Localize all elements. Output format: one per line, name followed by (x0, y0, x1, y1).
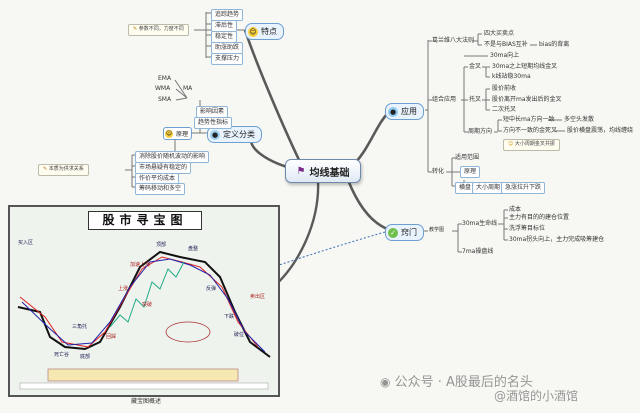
checkmark-icon: ✓ (388, 227, 398, 238)
map-label: 买入区 (18, 240, 34, 246)
branch-dingyi[interactable]: ● 定义分类 (207, 126, 262, 143)
granville-label: 葛兰维八大法则 (432, 37, 475, 44)
watermark-2: @酒馆的小酒馆 (494, 389, 579, 403)
branch-dingyi-label: 定义分类 (223, 130, 255, 139)
wma-term: WMA (155, 85, 171, 92)
granville-item: 四大买卖点 (484, 30, 515, 37)
jiaoxue-label: 教学图 (429, 227, 445, 233)
sma-term: SMA (158, 96, 172, 103)
ma30-item: 30ma拐头向上，主力完成吸筹建仓 (509, 236, 605, 243)
central-topic[interactable]: ⚑ 均线基础 (285, 159, 361, 183)
map-chart (17, 250, 271, 390)
zhuanhua-item[interactable]: 急涨拉升下跌 (501, 182, 546, 194)
tuoyi-item: 二次托叉 (492, 106, 517, 113)
zuhe-label: 组合应用 (432, 96, 457, 103)
tuoyi-item: 股价离开ma发出后的金叉 (492, 96, 562, 103)
jincha-item: k线站稳30ma (492, 73, 531, 80)
zhouqi-item: 方向不一致的金死叉 (503, 127, 558, 134)
pencil-icon: ✎ (43, 166, 48, 172)
central-topic-label: 均线基础 (309, 167, 350, 179)
zhouqi-tip: ☺ 大小周期金叉共振 (503, 139, 560, 151)
zhuanhua-item[interactable]: 横盘 (455, 182, 476, 194)
map-label: 回踩 (106, 334, 117, 340)
zhouqi-item: 股价横盘震荡，均线缠绕 (567, 127, 634, 134)
ma30-item: 洗浮筹目标位 (509, 225, 546, 232)
zhuanhua-label: 转化 (432, 168, 445, 175)
map-caption: 藏宝图概述 (130, 398, 161, 405)
jincha-label: 金叉 (469, 63, 482, 70)
map-label: 破位 (234, 332, 245, 338)
map-label: 三角托 (72, 324, 88, 330)
zhuanhua-item[interactable]: 大小周期 (472, 182, 505, 194)
branch-yingyong-label: 应用 (401, 107, 417, 116)
zhouqi-tip-text: 大小周期金叉共振 (514, 141, 555, 147)
yuanli-node[interactable]: ☺ 原理 (163, 127, 193, 140)
map-label: 下跌 (224, 314, 235, 320)
watermark: ◉ 公众号 · A股最后的名头 (380, 371, 533, 390)
map-label: 上涨 (118, 286, 129, 292)
wechat-icon: ◉ (380, 375, 391, 389)
ma30-up-label: 30ma向上 (490, 52, 520, 59)
ma30-line-label: 30ma生命线 (462, 220, 498, 227)
map-title: 股市寻宝图 (88, 211, 202, 230)
zhouqi-item: 短中长ma方向一致 (503, 116, 555, 123)
principle-item[interactable]: 筹码移动和多空 (135, 183, 186, 195)
branch-qiaomen-label: 窍门 (401, 228, 417, 237)
smiley-icon: ☺ (165, 129, 173, 138)
shiyong-label: 适用范围 (455, 154, 480, 161)
ma30-item: 成本 (509, 206, 522, 213)
map-label: 顶部 (156, 242, 167, 248)
tedian-note: ✎ 参数不同，力度不同 (128, 24, 189, 36)
jincha-item: 30ma之上短期均线金叉 (492, 63, 558, 70)
map-label: 卖出区 (250, 294, 266, 300)
ma-term: MA (183, 85, 193, 92)
branch-tedian-label: 特点 (261, 27, 277, 36)
ma30-item: 主力有目的的建仓位置 (509, 214, 570, 221)
yuanli-label: 原理 (176, 131, 189, 138)
zhuanhua-yuanli[interactable]: 原理 (460, 166, 481, 178)
globe-icon: ● (388, 106, 398, 117)
map-label: 底部 (80, 354, 91, 360)
dingyi-note: ✎ 本质为供求关系 (38, 164, 89, 176)
map-label: 盘整 (188, 246, 199, 252)
ema-term: EMA (158, 75, 172, 82)
ma7-label: 7ma操盘线 (462, 248, 494, 255)
watermark-text: 公众号 · A股最后的名头 (394, 375, 533, 390)
tedian-note-text: 参数不同，力度不同 (138, 26, 184, 32)
flag-icon: ⚑ (296, 165, 306, 177)
branch-tedian[interactable]: ☺ 特点 (245, 23, 284, 40)
map-label: 加速上涨 (130, 262, 151, 268)
smiley-icon: ☺ (508, 141, 514, 147)
map-label: 死亡谷 (54, 352, 70, 358)
branch-qiaomen[interactable]: ✓ 窍门 (385, 224, 424, 241)
branch-yingyong[interactable]: ● 应用 (385, 103, 424, 120)
tuoyi-item: 股价前收 (492, 85, 517, 92)
granville-item: 不是与BIAS互补 (484, 41, 528, 48)
pencil-icon: ✎ (133, 26, 138, 32)
smiley-icon: ☺ (248, 26, 258, 37)
map-label: 反弹 (206, 286, 217, 292)
zhouqi-label: 周期方向 (468, 128, 493, 135)
trend-indicator-item[interactable]: 趋势性指标 (194, 117, 233, 129)
tuoyi-label: 托叉 (469, 96, 482, 103)
treasure-map-image[interactable]: 股市寻宝图 买入区 卖出区 上涨 下跌 三角托 死亡谷 加速上涨 顶部 底部 盘… (8, 205, 280, 405)
zhouqi-item: 多空头发散 (564, 116, 595, 123)
dingyi-note-text: 本质为供求关系 (48, 166, 84, 172)
map-label: 突破 (142, 302, 153, 308)
granville-item: bias的背离 (539, 41, 570, 48)
tedian-item[interactable]: 支撑压力 (211, 53, 244, 65)
globe-icon: ● (210, 129, 220, 140)
